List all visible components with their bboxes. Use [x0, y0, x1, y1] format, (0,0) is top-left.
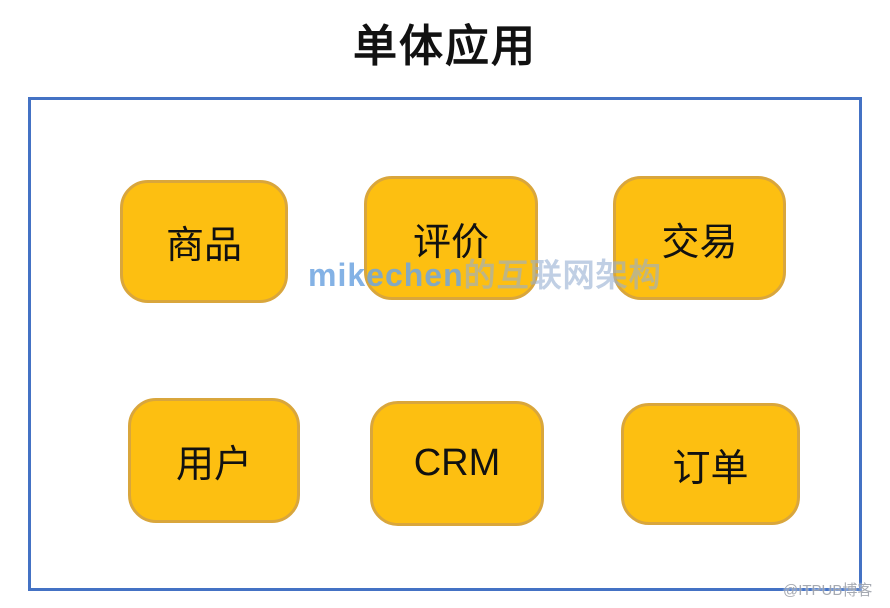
module-box-trade: 交易 — [613, 176, 786, 300]
module-box-user: 用户 — [128, 398, 300, 523]
module-box-goods: 商品 — [120, 180, 288, 303]
module-box-crm: CRM — [370, 401, 544, 526]
module-box-review: 评价 — [364, 176, 538, 300]
module-box-order: 订单 — [621, 403, 800, 525]
diagram-title: 单体应用 — [353, 22, 537, 71]
corner-watermark: @ITPUB博客 — [783, 582, 873, 599]
